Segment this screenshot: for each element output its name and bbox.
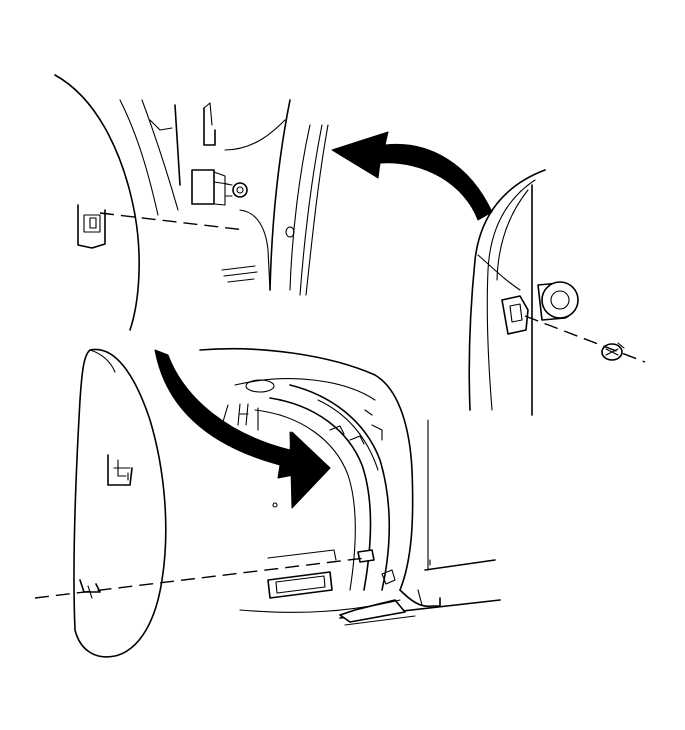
arrow-to-detail-top — [331, 131, 493, 221]
pushpin-retainer-detail — [468, 169, 646, 416]
wheelhouse-liner — [199, 347, 501, 626]
splash-shield — [34, 348, 366, 658]
arrow-to-liner — [154, 349, 331, 509]
upper-wheelhouse-detail — [54, 74, 329, 331]
